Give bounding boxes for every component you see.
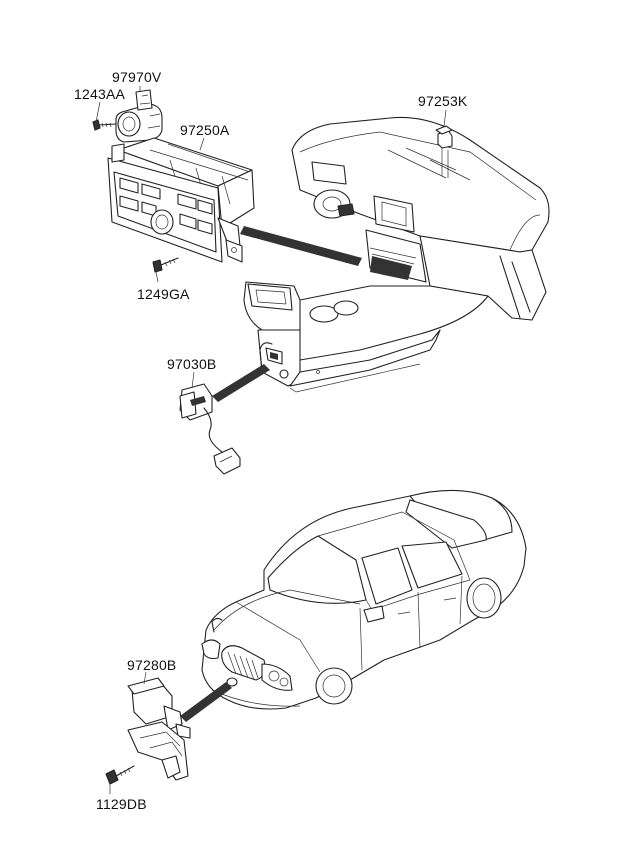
label-97280B: 97280B [127,657,177,673]
label-1243AA: 1243AA [74,86,126,102]
heater-control-97250A[interactable] [107,137,255,263]
sensor-arrow [180,682,232,722]
label-97030B: 97030B [167,356,217,372]
blower-switch-97970V[interactable] [115,89,163,143]
screw-1249GA[interactable] [152,257,179,273]
label-1249GA: 1249GA [137,286,190,302]
bracket-97280B[interactable] [127,677,191,781]
sensor-97253K[interactable] [435,125,453,178]
label-97250A: 97250A [180,122,230,138]
label-1129DB: 1129DB [96,796,147,812]
label-97253K: 97253K [418,93,468,109]
connector-arrow [212,364,270,402]
label-97970V: 97970V [112,69,162,85]
connector-97030B[interactable] [179,383,241,475]
dashboard-assembly [243,116,550,393]
bolt-1129DB[interactable] [105,765,135,785]
control-unit-arrow [240,226,362,266]
car-illustration [201,489,527,710]
leader-lines [95,86,447,794]
